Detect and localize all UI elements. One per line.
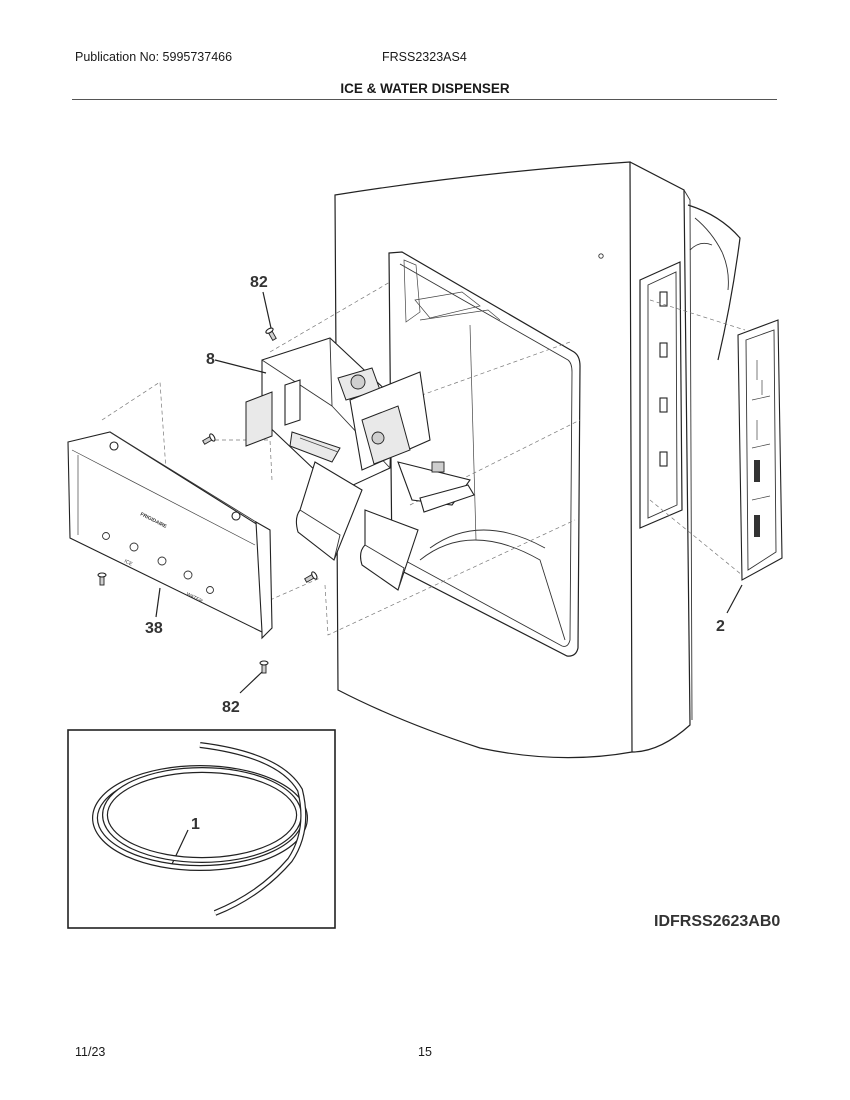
screw-icon — [202, 433, 216, 445]
callout-82-bottom: 82 — [222, 699, 240, 716]
screw-icon — [265, 327, 277, 341]
screws — [97, 327, 318, 674]
header-divider — [72, 99, 777, 100]
dispenser-cavity — [388, 251, 581, 657]
page-title: ICE & WATER DISPENSER — [340, 81, 510, 96]
panel-ice-label: ICE — [123, 558, 134, 567]
callout-82-top: 82 — [250, 274, 268, 291]
tubing-inset — [67, 729, 336, 929]
callout-2: 2 — [716, 618, 725, 635]
screw-icon — [259, 660, 269, 674]
callout-38: 38 — [145, 620, 163, 637]
callout-8: 8 — [206, 351, 215, 368]
dispenser-paddles — [295, 461, 419, 591]
side-recess — [639, 261, 683, 529]
page-number: 15 — [418, 1045, 432, 1059]
door-outline — [334, 161, 741, 759]
front-control-panel: FRIGIDAIRE ICE WATER — [67, 431, 273, 640]
screw-icon — [304, 571, 318, 583]
model-number: FRSS2323AS4 — [382, 50, 467, 64]
footer-date: 11/23 — [75, 1045, 106, 1059]
dispenser-housing-assembly — [245, 337, 475, 513]
side-control-strip — [737, 319, 783, 581]
callout-1: 1 — [191, 816, 200, 833]
screw-icon — [97, 572, 107, 586]
publication-number: Publication No: 5995737466 — [75, 50, 233, 64]
diagram-id: IDFRSS2623AB0 — [654, 913, 781, 930]
